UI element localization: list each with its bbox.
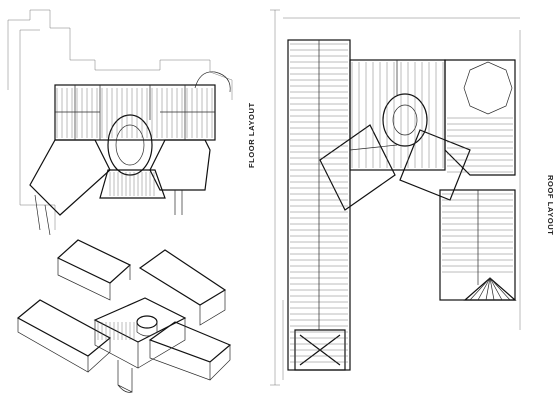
roof-layout-label: ROOF LAYOUT xyxy=(546,175,555,236)
roof-top-wing xyxy=(349,59,446,171)
iso-front-left-wing xyxy=(16,299,112,357)
roof-octagon-bay xyxy=(463,61,513,115)
roof-right-wing xyxy=(439,189,516,301)
iso-back-left-wing xyxy=(56,239,132,284)
floor-wing-left xyxy=(29,139,111,216)
roof-dimension-lines xyxy=(270,9,521,386)
floor-posts xyxy=(34,190,183,236)
floor-core-frame xyxy=(54,84,216,141)
roof-upper-right-wing xyxy=(444,59,516,176)
iso-roof-hatching xyxy=(97,322,135,340)
roof-ridges xyxy=(318,40,479,330)
roof-fan-rafters xyxy=(469,277,511,301)
floor-wing-bottom xyxy=(99,169,166,199)
iso-back-right-wing-side xyxy=(199,290,226,326)
floor-interior-walls xyxy=(55,85,215,140)
iso-central-block-side xyxy=(94,318,186,369)
floor-layout-plan xyxy=(7,9,233,236)
site-outline xyxy=(7,9,233,100)
iso-front-right-wing xyxy=(148,321,232,363)
iso-front-left-wing-side xyxy=(17,318,111,373)
iso-dome xyxy=(136,315,158,329)
iso-back-left-wing-side xyxy=(57,258,131,301)
roof-fan-bay xyxy=(463,277,517,301)
iso-back-right-wing xyxy=(138,249,227,306)
iso-dome-drum xyxy=(136,322,158,337)
floor-rotunda xyxy=(107,114,153,176)
iso-front-right-wing-side xyxy=(149,340,231,381)
floor-layout-label: FLOOR LAYOUT xyxy=(247,102,256,168)
site-outline-left xyxy=(19,29,56,230)
floor-joist-hatching xyxy=(56,88,213,196)
roof-diagonal-left xyxy=(319,124,396,211)
iso-central-block xyxy=(93,297,187,343)
roof-layout-plan xyxy=(270,9,521,386)
floor-rotunda-inner xyxy=(115,124,145,166)
iso-bay-tower xyxy=(117,360,133,393)
bay-window xyxy=(194,71,231,93)
roof-rotunda xyxy=(382,93,428,147)
roof-rafter-hatching xyxy=(290,43,513,363)
roof-rotunda-inner xyxy=(392,104,418,136)
isometric-roof-view xyxy=(16,239,232,393)
